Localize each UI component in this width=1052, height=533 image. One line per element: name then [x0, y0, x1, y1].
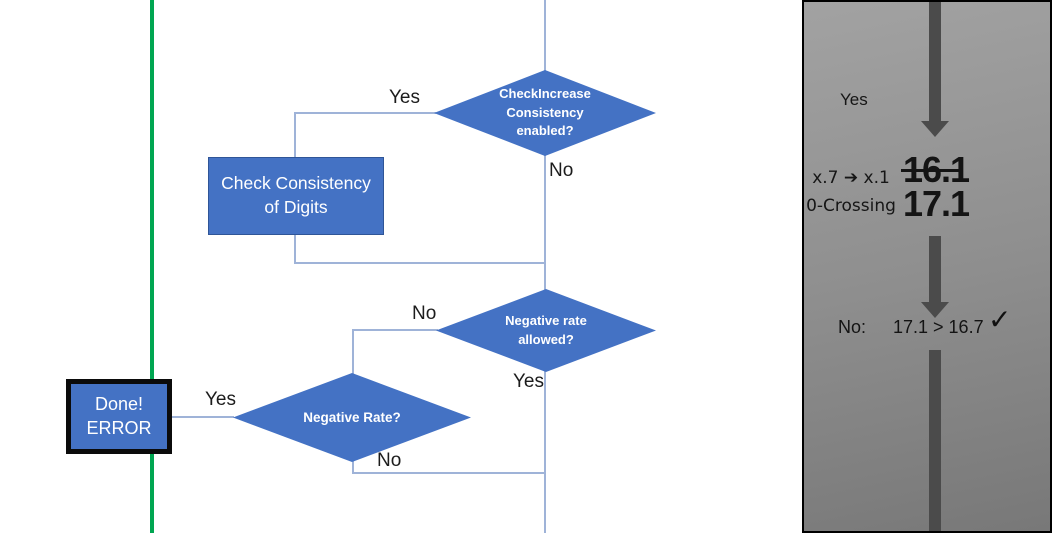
connector-box-down [294, 234, 296, 264]
decision-text-line: Consistency [506, 104, 584, 120]
green-marker-line [150, 0, 154, 533]
down-arrow-head-icon [921, 121, 949, 137]
decision-negative-rate: Negative Rate? [233, 373, 471, 462]
example-panel: Yes x.7 ➔ x.1 0-Crossing 16.1 17.1 No: 1… [802, 0, 1052, 533]
branch-label-no-top: No [549, 160, 574, 181]
checkmark-icon: ✓ [988, 303, 1012, 336]
down-arrow-icon [929, 2, 941, 122]
connector-rate-yes-horizontal [171, 416, 234, 418]
new-value-text: 17.1 [903, 183, 970, 224]
decision-text-line: enabled? [516, 123, 574, 139]
result-label: No: [838, 317, 867, 337]
decision-negative-rate-allowed: Negative rate allowed? [436, 289, 656, 372]
decision-text-line: allowed? [518, 331, 574, 347]
process-text-line: Check Consistency [221, 173, 371, 194]
decision-text-line: Negative rate [505, 312, 587, 328]
rule-line-1: x.7 ➔ x.1 [812, 168, 890, 188]
process-check-consistency-of-digits: Check Consistency of Digits [208, 157, 384, 235]
decision-text-line: CheckIncrease [499, 85, 591, 101]
panel-branch-label: Yes [840, 90, 868, 109]
branch-label-yes-top: Yes [389, 87, 420, 108]
strikethrough-line [901, 169, 960, 172]
connector-no-vertical [544, 155, 546, 291]
branch-label-no-bottom: No [377, 450, 402, 471]
connector-yes-bottom-vertical [544, 371, 546, 533]
connector-rate-no-horizontal [352, 472, 546, 474]
down-arrow-head-icon [921, 302, 949, 318]
connector-yes-down-to-box [294, 112, 296, 158]
terminal-text-line: Done! [94, 394, 144, 415]
terminal-done-error: Done! ERROR [66, 379, 172, 454]
result-comparison: 17.1 > 16.7 [893, 317, 984, 337]
connector-box-return-horizontal [294, 262, 546, 264]
connector-yes-horizontal [294, 112, 436, 114]
connector-rate-no-down [352, 460, 354, 474]
corrected-values: 16.1 17.1 [901, 152, 970, 224]
decision-text-line: Negative Rate? [303, 409, 401, 425]
terminal-text-line: ERROR [86, 417, 152, 438]
rule-line-2: 0-Crossing [806, 196, 896, 216]
connector-allowed-no-vertical [352, 329, 354, 374]
connector-top-vertical [544, 0, 546, 71]
branch-label-no-mid: No [412, 303, 437, 324]
zero-crossing-rule: x.7 ➔ x.1 0-Crossing [806, 164, 896, 220]
branch-label-yes-mid: Yes [513, 371, 544, 392]
process-text-line: of Digits [264, 197, 328, 217]
branch-label-yes-error: Yes [205, 389, 236, 410]
down-arrow-icon [929, 236, 941, 303]
old-value-strikethrough: 16.1 [901, 152, 970, 188]
down-arrow-shaft-icon [929, 350, 941, 531]
connector-allowed-no-horizontal [352, 329, 438, 331]
decision-check-increase-consistency: CheckIncrease Consistency enabled? [434, 70, 656, 156]
